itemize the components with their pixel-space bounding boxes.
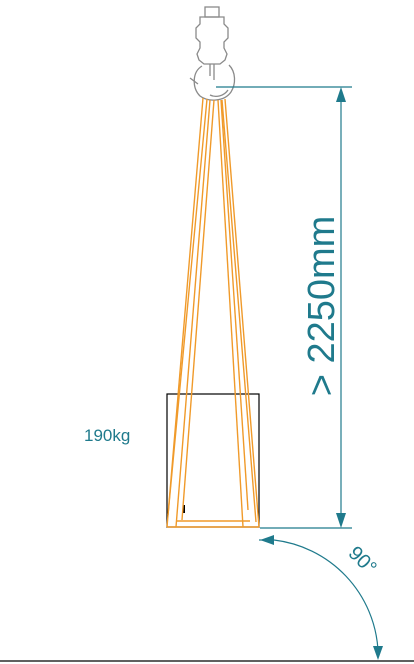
angle-indicator [259, 535, 383, 660]
crane-hook-icon [189, 6, 236, 101]
angle-label: 90° [344, 542, 381, 579]
height-dimension-label: > 2250mm [301, 216, 343, 397]
sling-ropes [166, 97, 260, 528]
height-dimension [216, 86, 352, 529]
box-marker [183, 505, 185, 513]
load-weight-label: 190kg [84, 426, 131, 445]
